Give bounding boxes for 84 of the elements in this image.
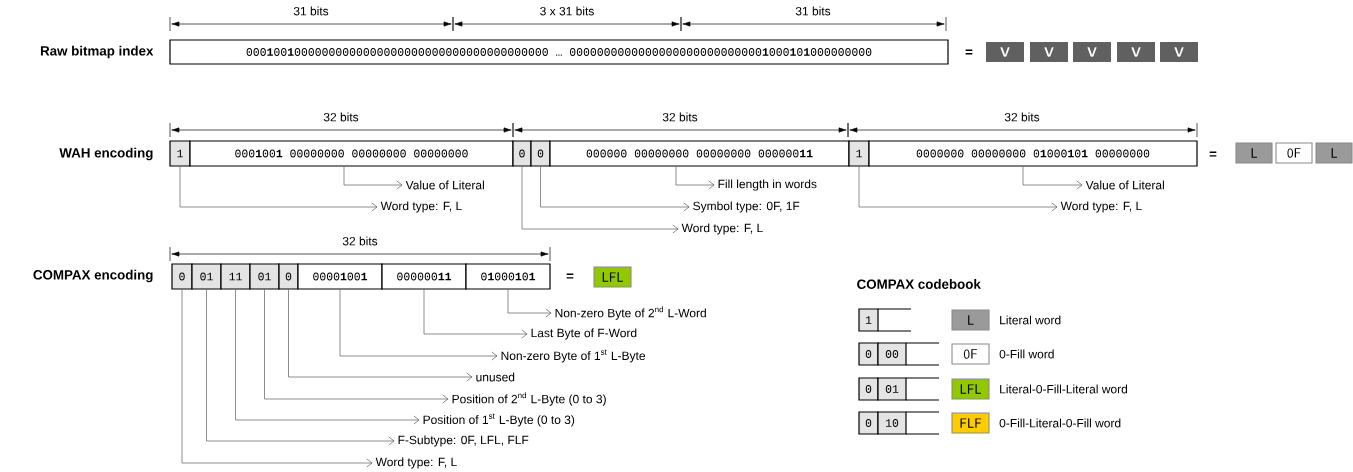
word-box: L — [1235, 142, 1273, 164]
bit-field: 00001001 — [297, 263, 383, 290]
bit-field: 0 — [512, 140, 532, 167]
annotation-text: F-Subtype: 0F, LFL, FLF — [398, 435, 529, 447]
leader-line — [181, 289, 373, 468]
word-description: Literal-0-Fill-Literal word — [1000, 384, 1128, 394]
word-box: FLF — [951, 412, 990, 434]
bit-field: 0 — [171, 263, 193, 290]
leader-line — [1022, 166, 1083, 190]
bit-field: 0 — [858, 377, 879, 401]
word-description: Literal word — [1000, 315, 1061, 325]
bit-field: 000000 00000000 00000000 00000011 — [549, 140, 850, 167]
word-box: V — [1073, 42, 1111, 62]
word-box: L — [951, 309, 990, 331]
bit-field: 1 — [858, 308, 879, 332]
leader-line — [521, 166, 679, 234]
word-box: LFL — [951, 378, 990, 400]
leader-line — [540, 166, 690, 212]
annotation-text: Non-zero Byte of 2$^{nd}$ L-Word — [555, 306, 706, 320]
leader-line — [858, 166, 1058, 212]
equals-sign: = — [1209, 151, 1217, 157]
word-box: V — [1117, 42, 1155, 62]
bit-field: 0000000 00000000 01000101 00000000 — [868, 140, 1198, 167]
leader-line — [206, 289, 395, 446]
row-title: Raw bitmap index — [40, 45, 154, 59]
annotation-text: Word type: F, L — [380, 201, 462, 213]
word-box: 0F — [1275, 142, 1313, 164]
equals-sign: = — [965, 49, 973, 55]
word-description: 0-Fill-Literal-0-Fill word — [999, 418, 1121, 428]
row-title: WAH encoding — [59, 147, 153, 161]
leader-line — [339, 289, 498, 361]
leader-line — [264, 289, 449, 404]
annotation-text: Word type: F, L — [681, 223, 763, 235]
word-description: 0-Fill word — [999, 349, 1054, 359]
bit-field: 01 — [191, 263, 222, 290]
leader-line — [235, 289, 420, 425]
dimension-label: 32 bits — [1004, 112, 1040, 122]
word-box: V — [1160, 42, 1198, 62]
leader-line — [179, 166, 378, 212]
dimension-label: 32 bits — [323, 112, 359, 122]
bit-field: 01 — [877, 377, 907, 401]
bit-field: 01 — [249, 263, 280, 290]
bit-field: 0 — [858, 411, 879, 435]
annotation-text: Position of 1$^{st}$ L-Byte (0 to 3) — [423, 413, 575, 427]
word-box: 0F — [951, 343, 990, 365]
dimension-label: 32 bits — [662, 112, 698, 122]
bit-field: 0 — [530, 140, 551, 167]
bit-field: 00000011 — [381, 263, 467, 290]
dimension-label: 3 x 31 bits — [540, 6, 594, 16]
annotation-text: Value of Literal — [1085, 180, 1164, 190]
bit-field: 00 — [877, 342, 907, 366]
annotation-text: Word type: F, L — [375, 457, 457, 469]
word-box: L — [1315, 142, 1353, 164]
bit-field: 11 — [220, 263, 251, 290]
bit-field: 10 — [877, 411, 907, 435]
row-title: COMPAX codebook — [857, 279, 981, 289]
bitmap-box: 00010010000000000000000000000000000000000000 … 00000000000000000000000000001000101000000000 — [169, 39, 949, 65]
word-box: V — [986, 42, 1024, 62]
row-title: COMPAX encoding — [33, 269, 153, 283]
dimension-label: 32 bits — [342, 236, 378, 246]
annotation-text: Non-zero Byte of 1$^{st}$ L-Byte — [501, 349, 646, 363]
word-box: LFL — [593, 266, 632, 288]
annotation-text: Fill length in words — [718, 179, 817, 191]
bit-field: 1 — [848, 140, 870, 167]
annotation-text: Symbol type: 0F, 1F — [693, 201, 800, 213]
bit-field: 0 — [278, 263, 299, 290]
dimension-label: 31 bits — [293, 6, 329, 16]
equals-sign: = — [566, 273, 574, 279]
leader-line — [675, 166, 715, 190]
annotation-text: Last Byte of F-Word — [531, 328, 637, 340]
leader-line — [288, 289, 473, 382]
annotation-text: Position of 2$^{nd}$ L-Byte (0 to 3) — [452, 392, 606, 406]
annotation-text: Word type: F, L — [1060, 201, 1142, 213]
annotation-text: unused — [476, 372, 515, 382]
leader-line — [423, 289, 528, 339]
bit-field: 0001001 00000000 00000000 00000000 — [189, 140, 514, 167]
leader-line — [507, 289, 552, 318]
dimension-label: 31 bits — [795, 6, 831, 16]
word-box: V — [1030, 42, 1068, 62]
leader-line — [343, 166, 403, 190]
bit-field: 0 — [858, 342, 879, 366]
annotation-text: Value of Literal — [405, 180, 484, 190]
bit-field: 01000101 — [465, 263, 551, 290]
bit-field: 1 — [169, 140, 191, 167]
